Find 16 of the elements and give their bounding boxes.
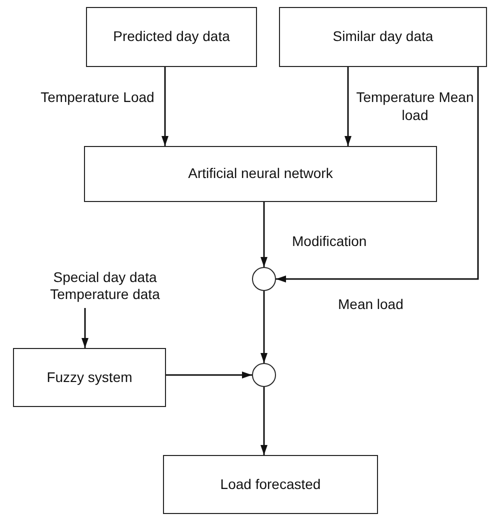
process-box: Predicted day data [86, 7, 257, 67]
process-box: Artificial neural network [84, 146, 437, 202]
process-box: Load forecasted [163, 455, 378, 514]
arrow [276, 67, 479, 282]
arrow [260, 387, 268, 455]
summing-junction-circle [252, 363, 276, 387]
arrow [162, 67, 168, 146]
process-box: Similar day data [279, 7, 487, 67]
summing-junction-circle [252, 267, 276, 291]
arrow [260, 202, 268, 267]
input-text: Special day data Temperature data [30, 264, 180, 308]
arrow [344, 67, 352, 146]
arrow [82, 308, 88, 348]
process-box: Fuzzy system [13, 348, 166, 407]
arrow [166, 372, 252, 378]
arrow [260, 291, 268, 363]
